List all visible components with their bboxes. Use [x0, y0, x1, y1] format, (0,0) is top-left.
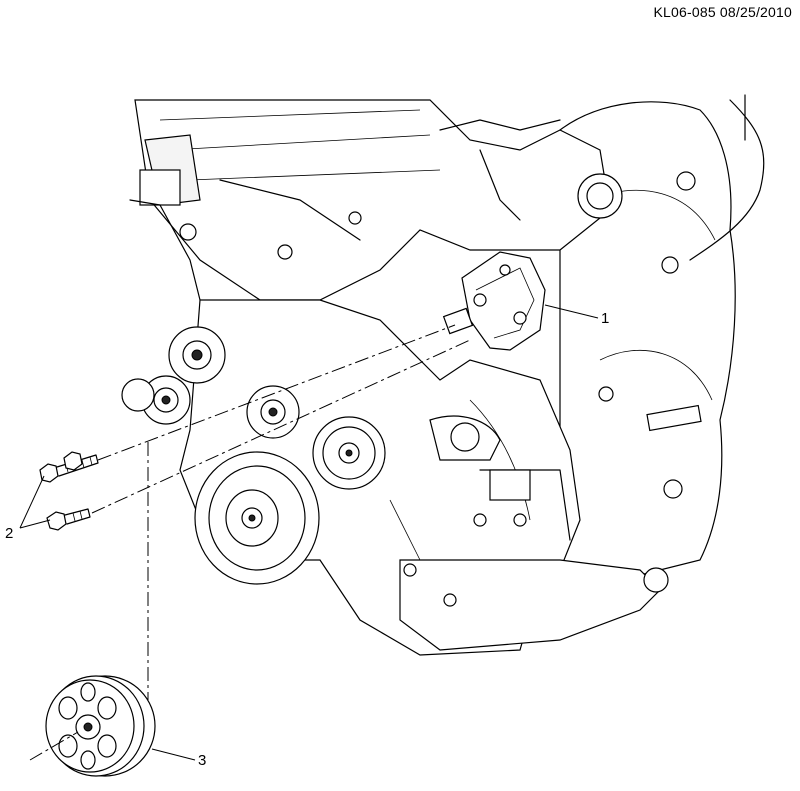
callout-2: 2 — [5, 525, 13, 542]
leader-lines — [19, 304, 599, 761]
crankshaft-balancer — [194, 451, 320, 585]
figure-reference-code: KL06-085 08/25/2010 — [653, 4, 792, 20]
water-pump-pulley — [312, 416, 386, 490]
cylinder-head — [129, 99, 623, 301]
pump-pulley — [45, 675, 156, 777]
pump-bolts — [39, 451, 99, 531]
callout-1: 1 — [601, 310, 609, 327]
bolt-middle — [63, 451, 83, 471]
callout-3: 3 — [198, 752, 206, 769]
bolt-lower — [46, 508, 91, 531]
belt-tensioner — [121, 326, 300, 439]
alignment-lines — [29, 324, 471, 761]
timing-cover — [559, 94, 765, 576]
power-steering-pump — [442, 251, 546, 351]
